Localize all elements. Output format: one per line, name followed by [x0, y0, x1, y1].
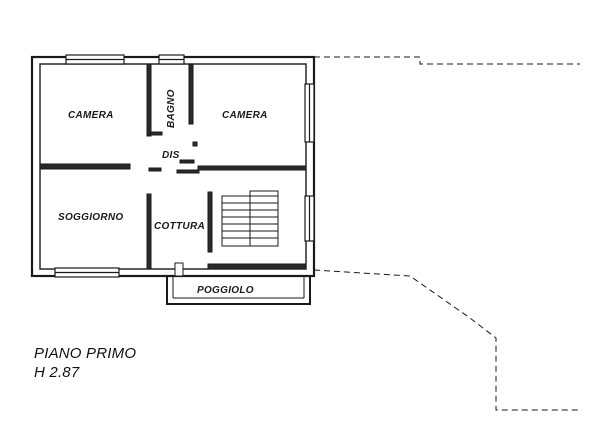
staircase — [221, 190, 279, 247]
poggiolo-balcony — [166, 262, 311, 305]
bottom-windows — [54, 267, 120, 278]
plan-title: PIANO PRIMO — [34, 345, 137, 362]
interior-walls — [39, 63, 307, 270]
adjacent-outline — [313, 56, 580, 411]
room-label-bagno: BAGNO — [166, 89, 177, 128]
room-label-soggiorno: SOGGIORNO — [58, 212, 123, 223]
top-windows — [65, 54, 185, 65]
room-label-cottura: COTTURA — [154, 221, 205, 232]
room-label-camera-left: CAMERA — [68, 110, 114, 121]
right-windows — [304, 83, 315, 242]
ceiling-height: H 2.87 — [34, 364, 80, 381]
room-label-dis: DIS — [162, 150, 180, 161]
room-label-camera-right: CAMERA — [222, 110, 268, 121]
room-label-poggiolo: POGGIOLO — [197, 285, 254, 296]
